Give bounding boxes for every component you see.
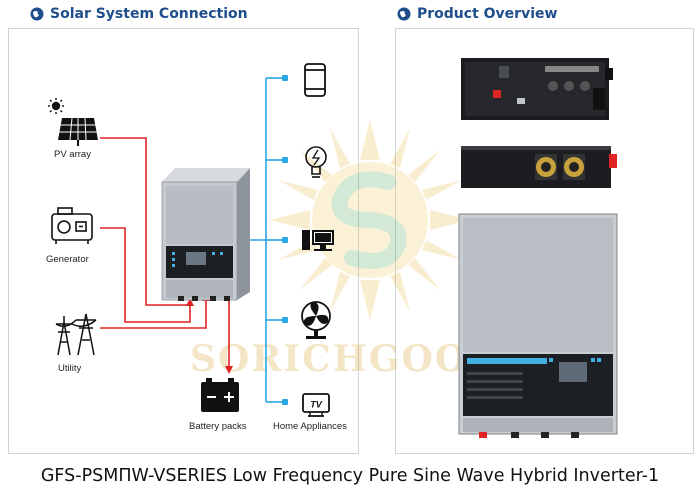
solar-connection-title: Solar System Connection <box>50 6 248 22</box>
watermark-logo <box>270 120 470 320</box>
utility-tower-icon <box>55 313 97 356</box>
product-images <box>458 58 618 438</box>
plug-icons <box>282 75 288 405</box>
input-wiring <box>100 137 230 368</box>
globe-icon <box>30 7 44 21</box>
home-appliances-label: Home Appliances <box>273 421 347 432</box>
battery-icon <box>201 378 239 412</box>
fan-icon <box>301 301 331 339</box>
product-side-view <box>461 146 617 188</box>
arrow-head <box>225 366 233 374</box>
globe-icon <box>397 7 411 21</box>
arrow-head <box>186 298 194 306</box>
generator-icon <box>51 207 93 244</box>
watermark-text: SORICHGOOD <box>190 338 502 380</box>
product-caption: GFS-PSMΠW-VSERIES Low Frequency Pure Sin… <box>40 466 660 486</box>
solar-connection-heading: Solar System Connection <box>30 6 248 22</box>
computer-icon <box>302 230 334 251</box>
battery-packs-label: Battery packs <box>189 421 247 432</box>
sun-icon <box>48 98 64 114</box>
connection-diagram: TV <box>48 63 334 417</box>
output-wiring <box>246 77 282 403</box>
tv-icon: TV <box>302 393 330 417</box>
solar-panel-icon <box>58 117 98 146</box>
product-top-view <box>461 58 613 120</box>
phone-icon <box>304 63 326 97</box>
utility-label: Utility <box>58 363 82 374</box>
bulb-icon <box>305 146 327 178</box>
generator-label: Generator <box>46 254 89 265</box>
pv-array-label: PV array <box>54 149 91 160</box>
product-overview-title: Product Overview <box>417 6 558 22</box>
product-front-view <box>458 213 618 438</box>
product-overview-heading: Product Overview <box>397 6 557 22</box>
tv-icon-text: TV <box>310 400 322 410</box>
inverter-device <box>161 168 250 301</box>
